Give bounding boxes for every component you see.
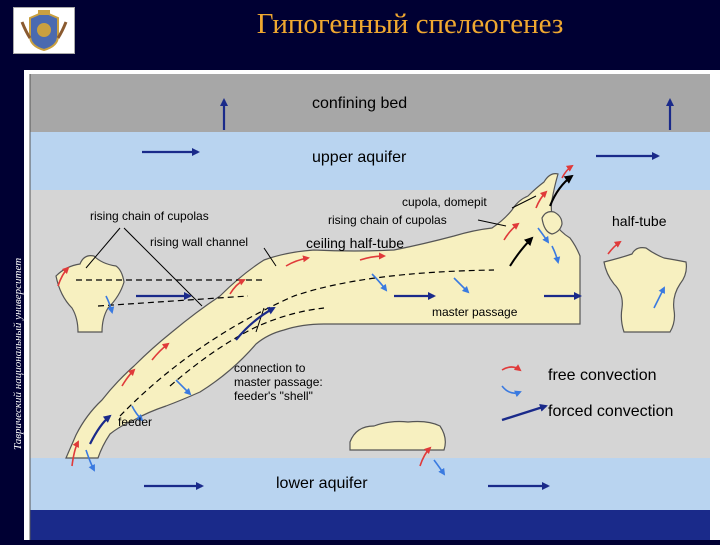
bottom-band (30, 510, 710, 540)
label-connection-3: feeder's "shell" (234, 389, 313, 403)
free-convection-arrows-red (57, 164, 622, 467)
label-half-tube: half-tube (612, 213, 667, 229)
label-feeder: feeder (118, 415, 152, 429)
label-connection-2: master passage: (234, 375, 323, 389)
dashed-guides (76, 269, 495, 417)
label-master-passage: master passage (432, 305, 518, 319)
label-confining-bed: confining bed (312, 95, 407, 112)
confining-bed-layer (30, 74, 710, 132)
label-upper-aquifer: upper aquifer (312, 149, 407, 166)
forced-convection-arrows (89, 98, 674, 490)
legend-free-convection: free convection (548, 367, 657, 384)
label-cupola-domepit: cupola, domepit (402, 195, 487, 209)
label-rising-wall-channel: rising wall channel (150, 235, 248, 249)
left-cave-section (55, 255, 125, 333)
crest-icon (20, 10, 68, 52)
upper-aquifer-layer (30, 132, 710, 190)
university-name: Таврический национальный университет (12, 257, 24, 450)
free-convection-arrows-blue (85, 227, 665, 476)
lower-aquifer-layer (30, 458, 710, 510)
cave-main-system (65, 173, 581, 459)
label-connection-1: connection to (234, 361, 306, 375)
label-lower-aquifer: lower aquifer (276, 475, 368, 492)
university-logo (13, 7, 75, 54)
speleogenesis-diagram: confining bed upper aquifer cupola, dome… (24, 70, 720, 540)
right-cave-section (603, 247, 687, 333)
legend-forced-convection: forced convection (548, 403, 673, 420)
cupola-side-blob (541, 211, 563, 235)
legend-forced-arrow (501, 404, 548, 422)
lower-cave-section (349, 420, 446, 451)
label-ceiling-half-tube: ceiling half-tube (306, 235, 404, 251)
label-rising-chain-right: rising chain of cupolas (328, 213, 447, 227)
side-caption: Таврический национальный университет (0, 70, 24, 470)
label-rising-chain-left: rising chain of cupolas (90, 209, 209, 223)
slide-title: Гипогенный спелеогенез (256, 8, 564, 40)
cupola-black-arrows (509, 174, 574, 267)
